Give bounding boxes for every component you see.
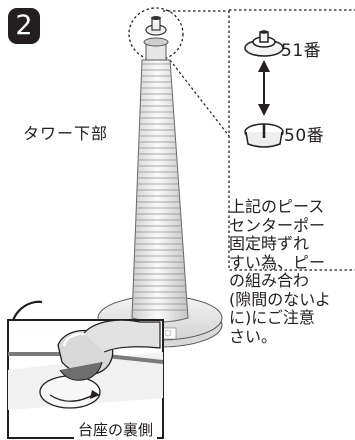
callout-box — [228, 9, 355, 271]
note-line: 上記のピース — [229, 198, 325, 216]
piece-51-label: 51番 — [281, 41, 322, 61]
note-line: すい為、ピー — [229, 252, 326, 272]
assembly-arrow — [258, 60, 270, 116]
callout-leader-bottom — [169, 59, 230, 137]
step-number-badge: 2 — [8, 8, 40, 44]
piece-50-label: 50番 — [284, 126, 325, 146]
base-underside-detail — [7, 319, 164, 439]
piece-51-icon — [244, 30, 284, 57]
piece-50-icon — [244, 123, 284, 148]
note-line: (隙間のないよ — [229, 289, 331, 309]
tower-body — [131, 59, 189, 323]
note-line: さい。 — [229, 326, 278, 346]
note-line: センターポー — [229, 215, 326, 235]
tower-top-cap — [143, 16, 169, 61]
note-line: の組み合わ — [229, 271, 310, 290]
note-line: 固定時ずれ — [229, 234, 310, 253]
assembly-note: 上記のピース センターポー 固定時ずれ すい為、ピー の組み合わ (隙間のないよ… — [229, 198, 355, 346]
note-line: に)にご注意 — [229, 308, 315, 327]
tower-lower-part-label: タワー下部 — [23, 124, 109, 143]
base-underside-caption: 台座の裏側 — [74, 421, 158, 440]
